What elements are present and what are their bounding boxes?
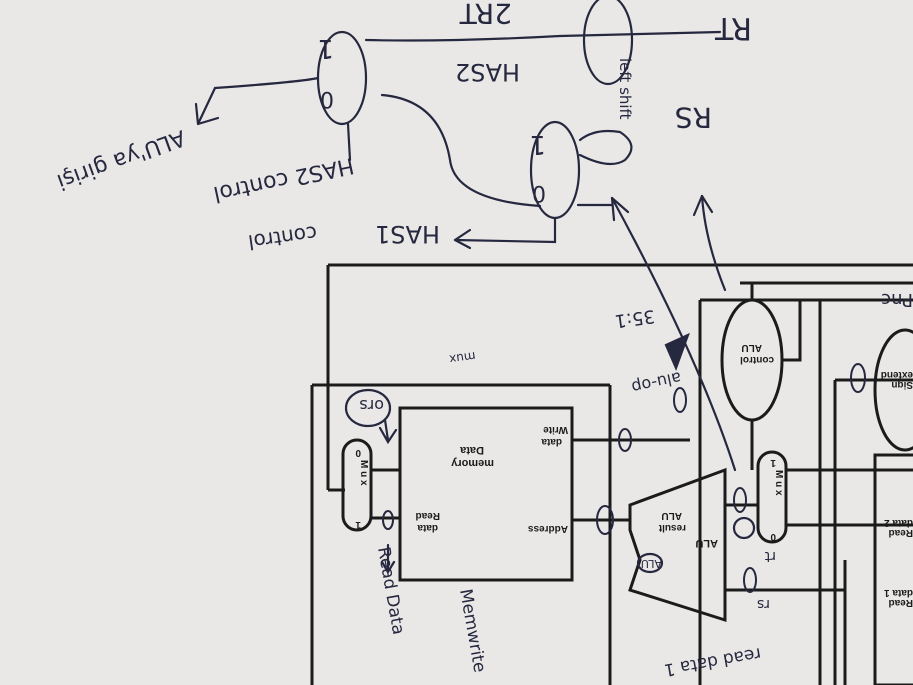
label-alu-control-1: ALU bbox=[741, 342, 762, 353]
label-top-mux-one: 1 bbox=[317, 33, 334, 63]
label-read-data-mem-1: Read bbox=[416, 510, 440, 521]
label-read-data: Read Data bbox=[373, 545, 408, 636]
bit-triangle bbox=[666, 335, 688, 368]
label-mux-right-top: 1 bbox=[770, 457, 776, 468]
label-write-data-1: Write bbox=[543, 424, 568, 435]
alu-input-arrow bbox=[196, 88, 218, 124]
label-mux-left: M u x bbox=[358, 460, 369, 486]
label-mux-left-bottom: 1 bbox=[355, 519, 361, 530]
label-alu: ALU bbox=[695, 537, 718, 549]
label-rt-mark: rt bbox=[764, 548, 776, 564]
label-has1-control: control bbox=[247, 221, 319, 254]
label-alu-zero: ALU bbox=[641, 557, 662, 570]
label-rs-mux-one: 1 bbox=[529, 129, 546, 159]
label-has2: HAS2 bbox=[455, 58, 520, 86]
label-rs: RS bbox=[675, 101, 712, 134]
label-left-shift: left shift bbox=[616, 58, 634, 120]
label-sign-extend-2: extend bbox=[881, 369, 913, 380]
register-file-box bbox=[875, 455, 913, 685]
wire-top-mux-left bbox=[215, 78, 318, 88]
label-alu-input: ALU'ya girişi bbox=[53, 124, 188, 194]
label-alu-control-2: control bbox=[740, 354, 774, 365]
wire-alu-control-right bbox=[782, 300, 800, 360]
wire-markers bbox=[383, 364, 865, 592]
has1-arrow bbox=[455, 230, 470, 248]
marker-sign bbox=[851, 364, 865, 392]
label-mux-hand: mux bbox=[448, 349, 476, 367]
label-mux-right: M u x bbox=[773, 470, 784, 496]
label-address: Address bbox=[528, 523, 568, 534]
label-bit: 35:1 bbox=[613, 305, 656, 331]
marker-alu-in-2 bbox=[744, 568, 756, 592]
handwritten-text: RT 2RT left shift 1 0 HAS2 RS 1 0 ALU'ya… bbox=[53, 0, 913, 680]
marker-alu-in bbox=[734, 488, 746, 512]
label-mux-right-bottom: 0 bbox=[770, 531, 776, 542]
wire-top-mux-right bbox=[366, 36, 560, 41]
label-write-data-2: data bbox=[541, 436, 562, 447]
label-alu-result-2: result bbox=[658, 522, 686, 533]
label-data-memory-2: memory bbox=[450, 457, 494, 469]
label-read-data-1-2: data 1 bbox=[884, 587, 913, 598]
label-rt-top: RT bbox=[714, 10, 752, 45]
label-mux-left-top: 0 bbox=[355, 447, 361, 458]
marker-read-data bbox=[383, 511, 393, 529]
label-rs-mark: rs bbox=[757, 596, 770, 612]
ors-arrow bbox=[380, 420, 396, 442]
wire-top-mux-to-rs-mux bbox=[382, 95, 540, 206]
check-circle bbox=[734, 518, 754, 538]
label-read-data-1: read data 1 bbox=[662, 643, 762, 680]
label-read-data-2-2: data 2 bbox=[884, 517, 913, 528]
label-data-memory-1: Data bbox=[459, 444, 484, 456]
label-alu-result-1: ALU bbox=[661, 510, 682, 521]
rs-loop bbox=[580, 131, 631, 164]
arrow-alu-to-rs bbox=[612, 198, 735, 470]
label-has2-control: HAS2 control bbox=[211, 152, 356, 206]
label-ors: ors bbox=[359, 396, 384, 415]
label-read-data-mem-2: data bbox=[417, 522, 438, 533]
marker-alu-op bbox=[674, 388, 686, 412]
label-top-mux-zero: 0 bbox=[320, 86, 334, 111]
arrow-control-up bbox=[702, 196, 725, 290]
arrow-head-rs bbox=[612, 198, 628, 220]
label-memwrite: Memwrite bbox=[455, 587, 489, 674]
label-rs-mux-zero: 0 bbox=[532, 180, 546, 205]
label-pnc: Pnc bbox=[881, 289, 913, 310]
label-has1: HAS1 bbox=[375, 220, 440, 248]
label-2rt: 2RT bbox=[459, 0, 512, 30]
